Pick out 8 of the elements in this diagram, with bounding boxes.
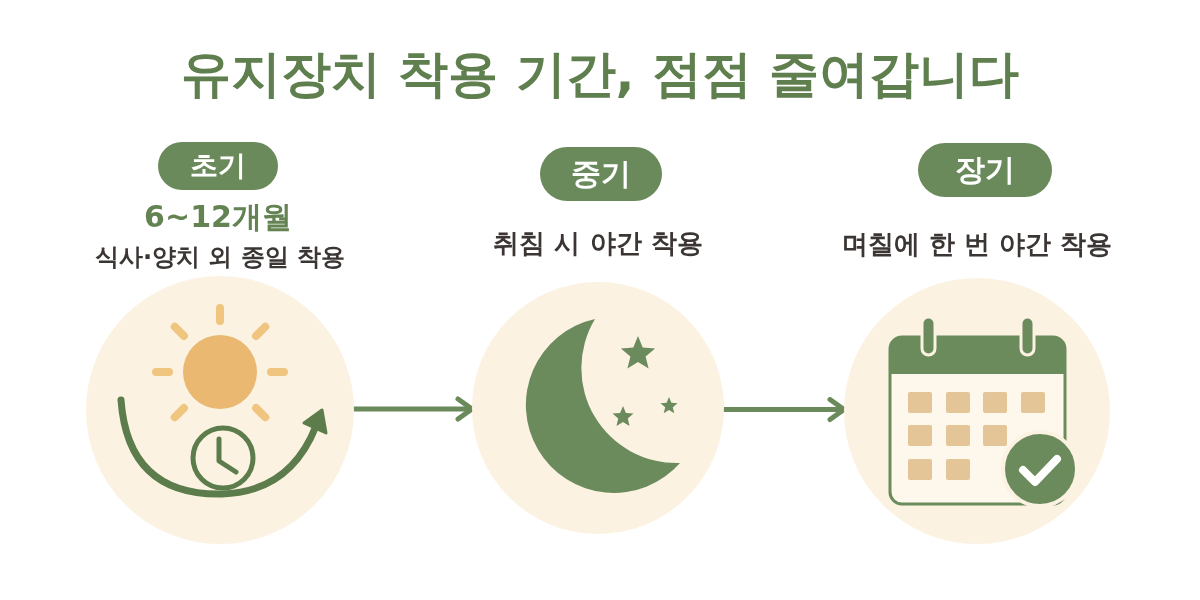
duration-text: 6~12개월 [144, 199, 292, 235]
stage-label: 장기 [918, 143, 1052, 197]
stage-label: 중기 [540, 147, 662, 201]
description-text: 취침 시 야간 착용 [493, 229, 703, 259]
title: 유지장치 착용 기간, 점점 줄여갑니다 [180, 44, 1020, 105]
description-text: 며칠에 한 번 야간 착용 [841, 230, 1113, 260]
stage-label: 초기 [158, 142, 278, 190]
description-text: 식사·양치 외 종일 착용 [94, 244, 346, 272]
